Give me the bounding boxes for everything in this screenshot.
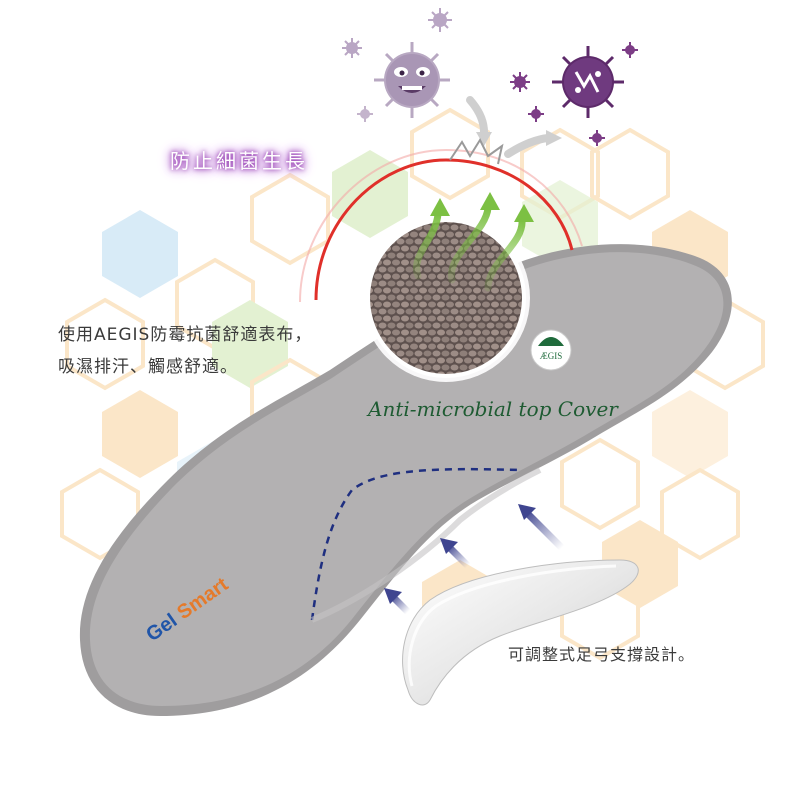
germ-icon [552,46,624,118]
deflect-arrow-icon [504,134,552,158]
germ-icon [357,106,373,122]
germ-cluster [342,8,638,146]
arch-support-pad [402,559,639,706]
germ-icon [342,38,362,58]
aegis-badge-text: ÆGIS [540,351,563,361]
incoming-arrow-icon [466,96,488,136]
germ-icon [528,106,544,122]
insole: Gel Smart [79,244,732,716]
breathability-arrows [413,192,534,292]
arch-support-caption: 可調整式足弓支撐設計。 [508,645,696,664]
protection-arc [314,158,574,301]
germ-icon [622,42,638,58]
impact-burst-icon [449,137,504,165]
aegis-badge: ÆGIS [530,329,572,371]
germ-icon [428,8,452,32]
fabric-magnifier [362,214,530,382]
germ-icon [510,72,530,92]
germ-icon [589,130,605,146]
arch-push-arrows [384,504,565,615]
feature-text-line-2: 吸濕排汗、觸感舒適。 [58,357,238,377]
cover-caption: Anti-microbial top Cover [368,397,618,421]
germ-icon [374,42,450,118]
feature-text-line-1: 使用AEGIS防霉抗菌舒適表布， [58,325,313,345]
headline: 防止細菌生長 [170,149,308,173]
